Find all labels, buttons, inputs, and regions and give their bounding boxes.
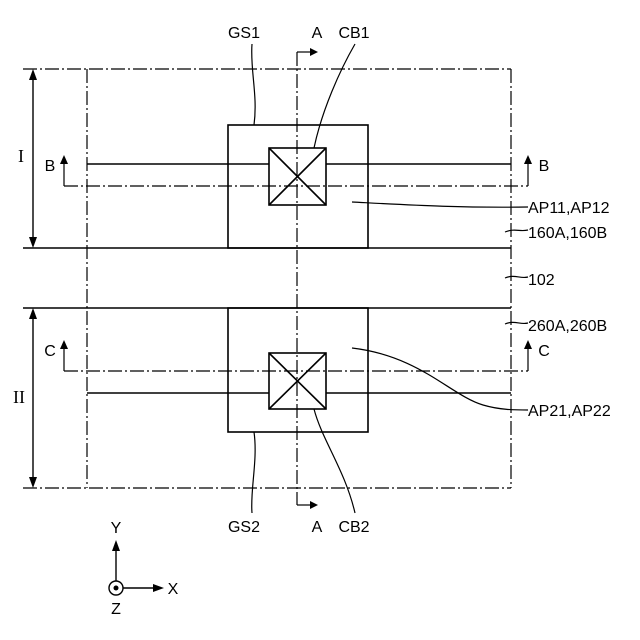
label-c-right: C	[538, 343, 550, 360]
leader-gs1	[252, 44, 255, 125]
region-lines	[23, 248, 511, 308]
label-102: 102	[528, 272, 555, 289]
label-region-ii: II	[13, 387, 25, 407]
cut-line-a-arrows	[297, 52, 312, 505]
label-c-left: C	[44, 343, 56, 360]
label-ap11-ap12: AP11,AP12	[528, 200, 610, 217]
cut-line-c-arrowheads	[60, 340, 532, 349]
leader-260	[505, 322, 528, 324]
leader-lines	[252, 44, 528, 513]
leader-gs2	[252, 432, 255, 513]
leader-ap21	[352, 348, 528, 410]
label-160: 160A,160B	[528, 225, 607, 242]
leader-cb2	[314, 409, 355, 513]
label-a-top: A	[312, 25, 323, 42]
axis-indicator	[109, 540, 164, 595]
x-arrow-icon	[153, 584, 164, 592]
axis-label-y: Y	[111, 520, 122, 537]
label-cb2: CB2	[338, 519, 369, 536]
leader-102	[505, 276, 528, 278]
y-arrow-icon	[112, 540, 120, 551]
label-region-i: I	[18, 146, 24, 166]
outer-boundary	[23, 69, 511, 488]
label-gs2: GS2	[228, 519, 260, 536]
label-ap21-ap22: AP21,AP22	[528, 403, 611, 420]
cut-line-a-arrowheads	[310, 48, 318, 509]
label-260: 260A,260B	[528, 318, 607, 335]
label-gs1: GS1	[228, 25, 260, 42]
label-b-right: B	[539, 158, 550, 175]
leader-ap11	[352, 202, 528, 207]
leader-cb1	[314, 44, 355, 148]
label-cb1: CB1	[338, 25, 369, 42]
axis-label-x: X	[168, 581, 179, 598]
axis-label-z: Z	[111, 601, 121, 618]
label-b-left: B	[45, 158, 56, 175]
label-a-bottom: A	[312, 519, 323, 536]
leader-160	[505, 230, 528, 232]
